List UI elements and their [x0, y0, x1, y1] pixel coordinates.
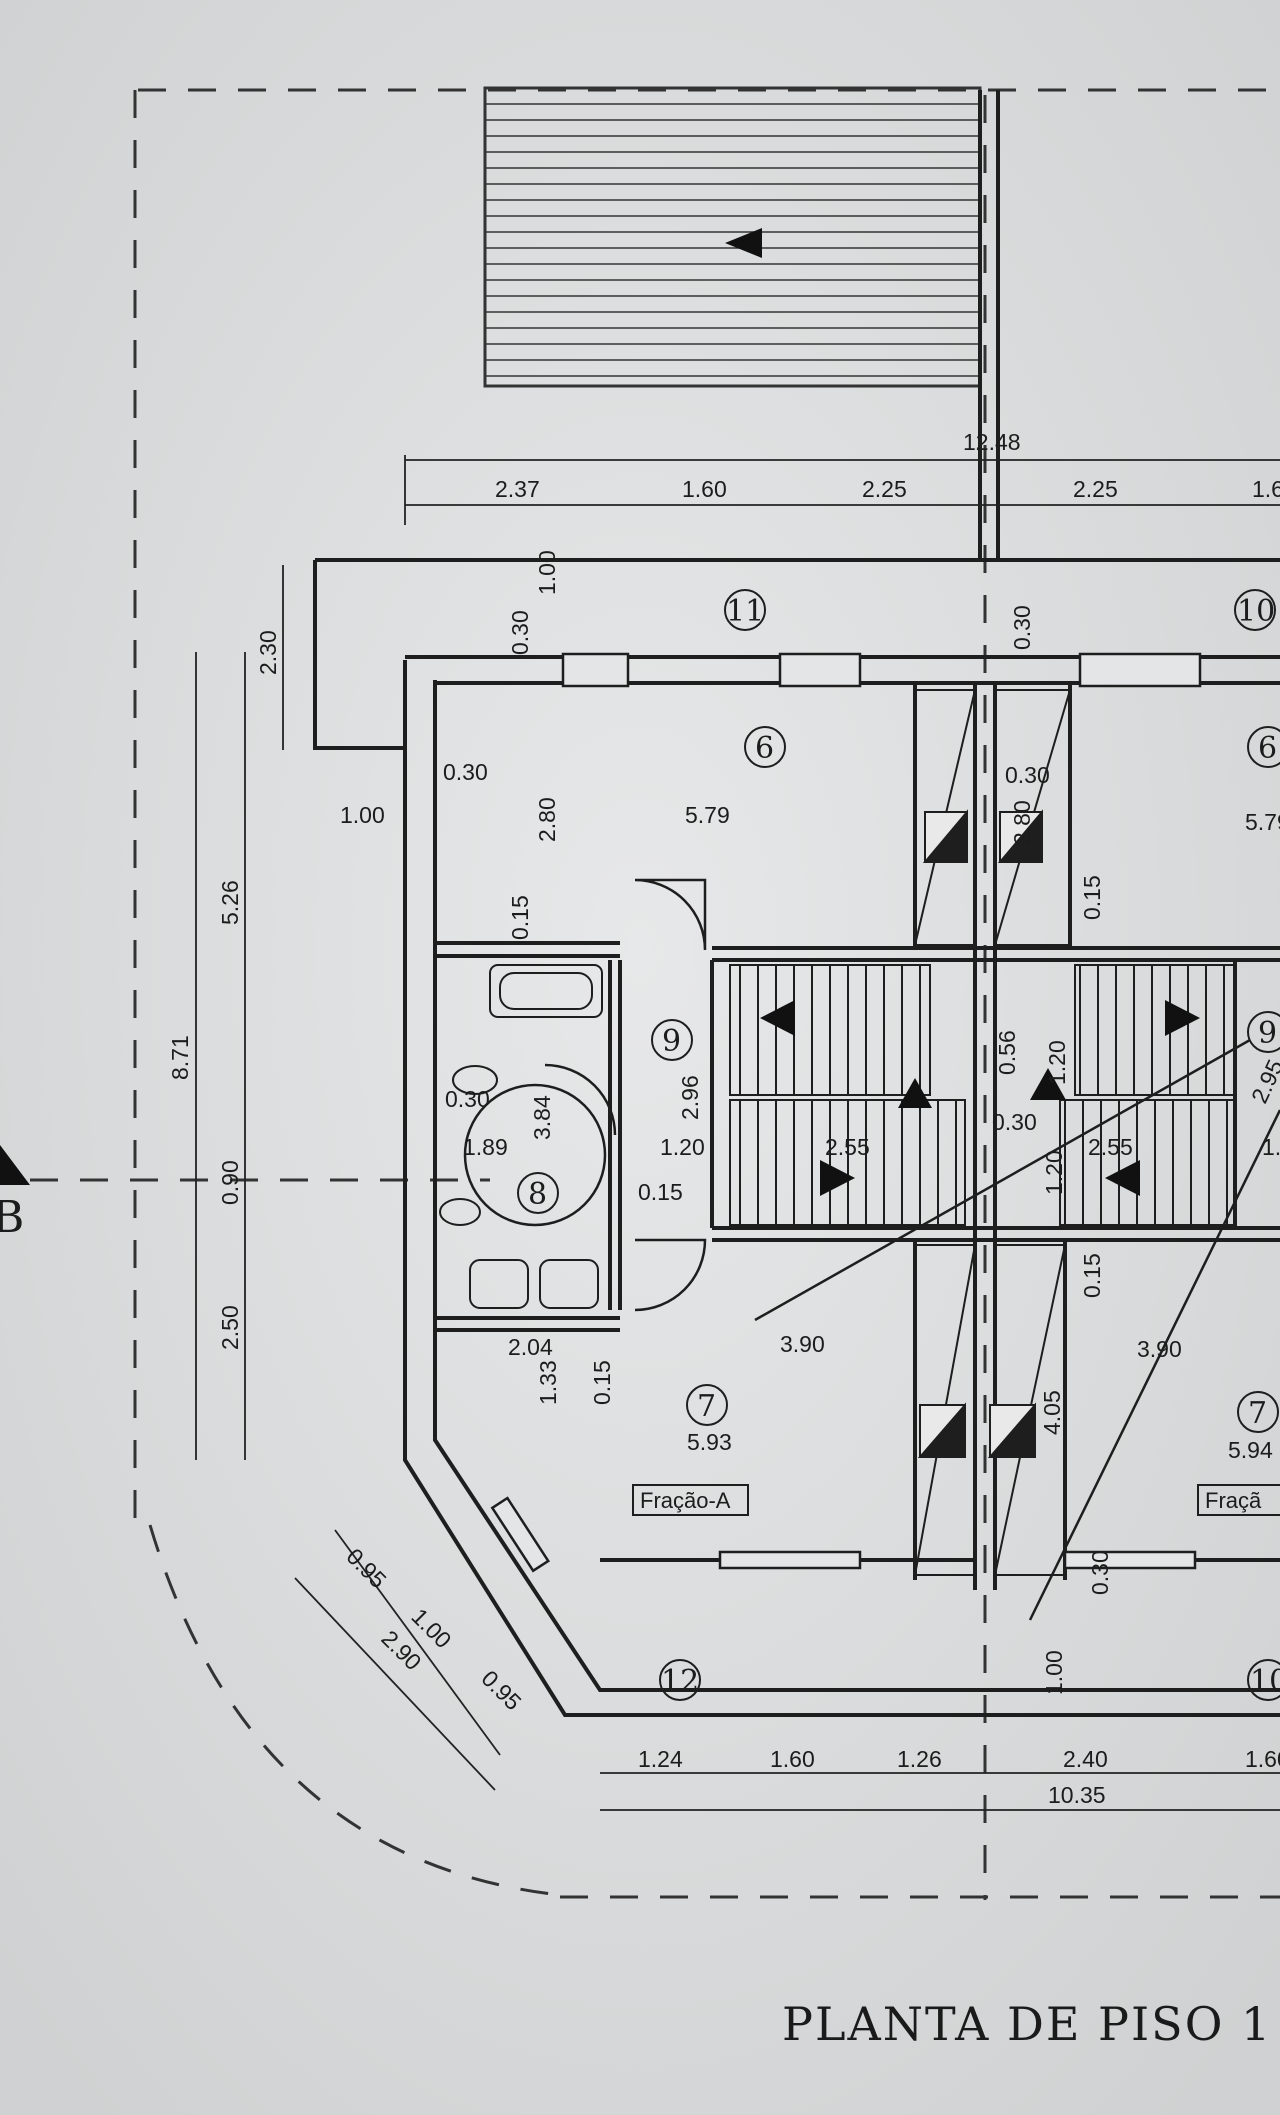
dim-int: 1.00	[340, 802, 385, 828]
dim-left-5: 2.50	[217, 1305, 243, 1350]
dim-bottom-1: 1.24	[638, 1746, 683, 1772]
dim-int: 1.00	[534, 550, 560, 595]
dim-int: 5.93	[687, 1429, 732, 1455]
dim-int: 1.	[1262, 1134, 1280, 1160]
room-7-right: 7	[1248, 1396, 1267, 1431]
top-dimensions: 12.48 2.37 1.60 2.25 2.25 1.6	[495, 429, 1280, 502]
room-6-right: 6	[1258, 731, 1277, 766]
dim-int: 0.56	[994, 1030, 1020, 1075]
openings	[490, 652, 1202, 1573]
dim-int: 0.30	[1005, 762, 1050, 788]
dim-top-4: 2.25	[1073, 476, 1118, 502]
dim-int: 4.05	[1039, 1390, 1065, 1435]
direction-arrows	[0, 228, 1200, 1196]
dim-bottom-2: 1.60	[770, 1746, 815, 1772]
hatched-terrace	[483, 86, 982, 388]
dimension-lines	[195, 455, 1280, 1811]
dim-top-total: 12.48	[963, 429, 1021, 455]
dim-bottom-3: 1.26	[897, 1746, 942, 1772]
dim-int: 2.96	[677, 1075, 703, 1120]
dim-int: 2.80	[1009, 800, 1035, 845]
interior-dimensions: 0.30 1.00 0.30 0.30 1.00 2.80 5.79 0.30 …	[340, 550, 1280, 1695]
dim-bottom-5: 1.60	[1245, 1746, 1280, 1772]
dim-int: 3.90	[780, 1331, 825, 1357]
dim-top-2: 1.60	[682, 476, 727, 502]
dim-left-2: 5.26	[217, 880, 243, 925]
fraction-a-label: Fração-A	[640, 1488, 731, 1513]
dim-int: 2.04	[508, 1334, 553, 1360]
room-10-top: 10	[1237, 594, 1275, 629]
dim-int: 0.30	[992, 1109, 1037, 1135]
room-9-right: 9	[1258, 1016, 1277, 1051]
dim-int: 0.15	[507, 895, 533, 940]
dim-int: 0.30	[507, 610, 533, 655]
dim-int: 0.30	[445, 1086, 490, 1112]
dim-top-5: 1.6	[1252, 476, 1280, 502]
dim-top-3: 2.25	[862, 476, 907, 502]
section-marker: B	[0, 1192, 24, 1243]
bath-fixtures	[439, 964, 1280, 1621]
bottom-dimensions: 1.24 1.60 1.26 2.40 1.60 10.35	[638, 1746, 1280, 1808]
dim-int: 2.55	[1088, 1134, 1133, 1160]
dim-int: 2.55	[825, 1134, 870, 1160]
dim-int: 5.79	[1245, 809, 1280, 835]
dim-int: 0.30	[1009, 605, 1035, 650]
dim-int: 0.30	[1087, 1550, 1113, 1595]
dim-left-4: 0.90	[217, 1160, 243, 1205]
dim-int: 0.15	[1079, 875, 1105, 920]
room-7-left: 7	[697, 1389, 716, 1424]
dim-int: 1.89	[463, 1134, 508, 1160]
dim-bottom-total: 10.35	[1048, 1782, 1106, 1808]
dim-int: 1.20	[1044, 1040, 1070, 1085]
fraction-tags: Fração-A Fraçã	[632, 1484, 1280, 1516]
property-boundary	[30, 88, 1280, 1900]
door-swings	[463, 878, 707, 1312]
dim-bottom-4: 2.40	[1063, 1746, 1108, 1772]
room-numbers: 11 10 6 6 9 9 8 7 7 12 10	[517, 589, 1280, 1701]
dim-int: 0.15	[638, 1179, 683, 1205]
dim-left-1: 2.30	[255, 630, 281, 675]
dim-int: 3.84	[529, 1095, 555, 1140]
dim-int: 0.30	[443, 759, 488, 785]
dim-int: 2.80	[534, 797, 560, 842]
dim-top-1: 2.37	[495, 476, 540, 502]
drawing-title: PLANTA DE PISO 1	[782, 1997, 1272, 2051]
dim-int: 0.15	[589, 1360, 615, 1405]
dim-int: 5.94	[1228, 1437, 1273, 1463]
dim-int: 1.20	[660, 1134, 705, 1160]
room-12: 12	[661, 1664, 699, 1699]
dim-int: 1.00	[1041, 1650, 1067, 1695]
room-9-left: 9	[662, 1024, 681, 1059]
left-dimensions: 2.30 5.26 8.71 0.90 2.50	[167, 630, 281, 1350]
room-8: 8	[528, 1177, 547, 1212]
fraction-b-label: Fraçã	[1205, 1488, 1262, 1513]
dim-int: 0.15	[1079, 1253, 1105, 1298]
room-11: 11	[726, 594, 764, 629]
ducts	[917, 809, 1043, 1458]
dim-int: 1.20	[1041, 1150, 1067, 1195]
dim-int: 1.33	[535, 1360, 561, 1405]
room-6-left: 6	[755, 731, 774, 766]
dim-int: 3.90	[1137, 1336, 1182, 1362]
dim-left-3: 8.71	[167, 1035, 193, 1080]
room-10-bottom: 10	[1250, 1664, 1280, 1699]
dim-int: 5.79	[685, 802, 730, 828]
stairs	[729, 689, 1236, 1576]
